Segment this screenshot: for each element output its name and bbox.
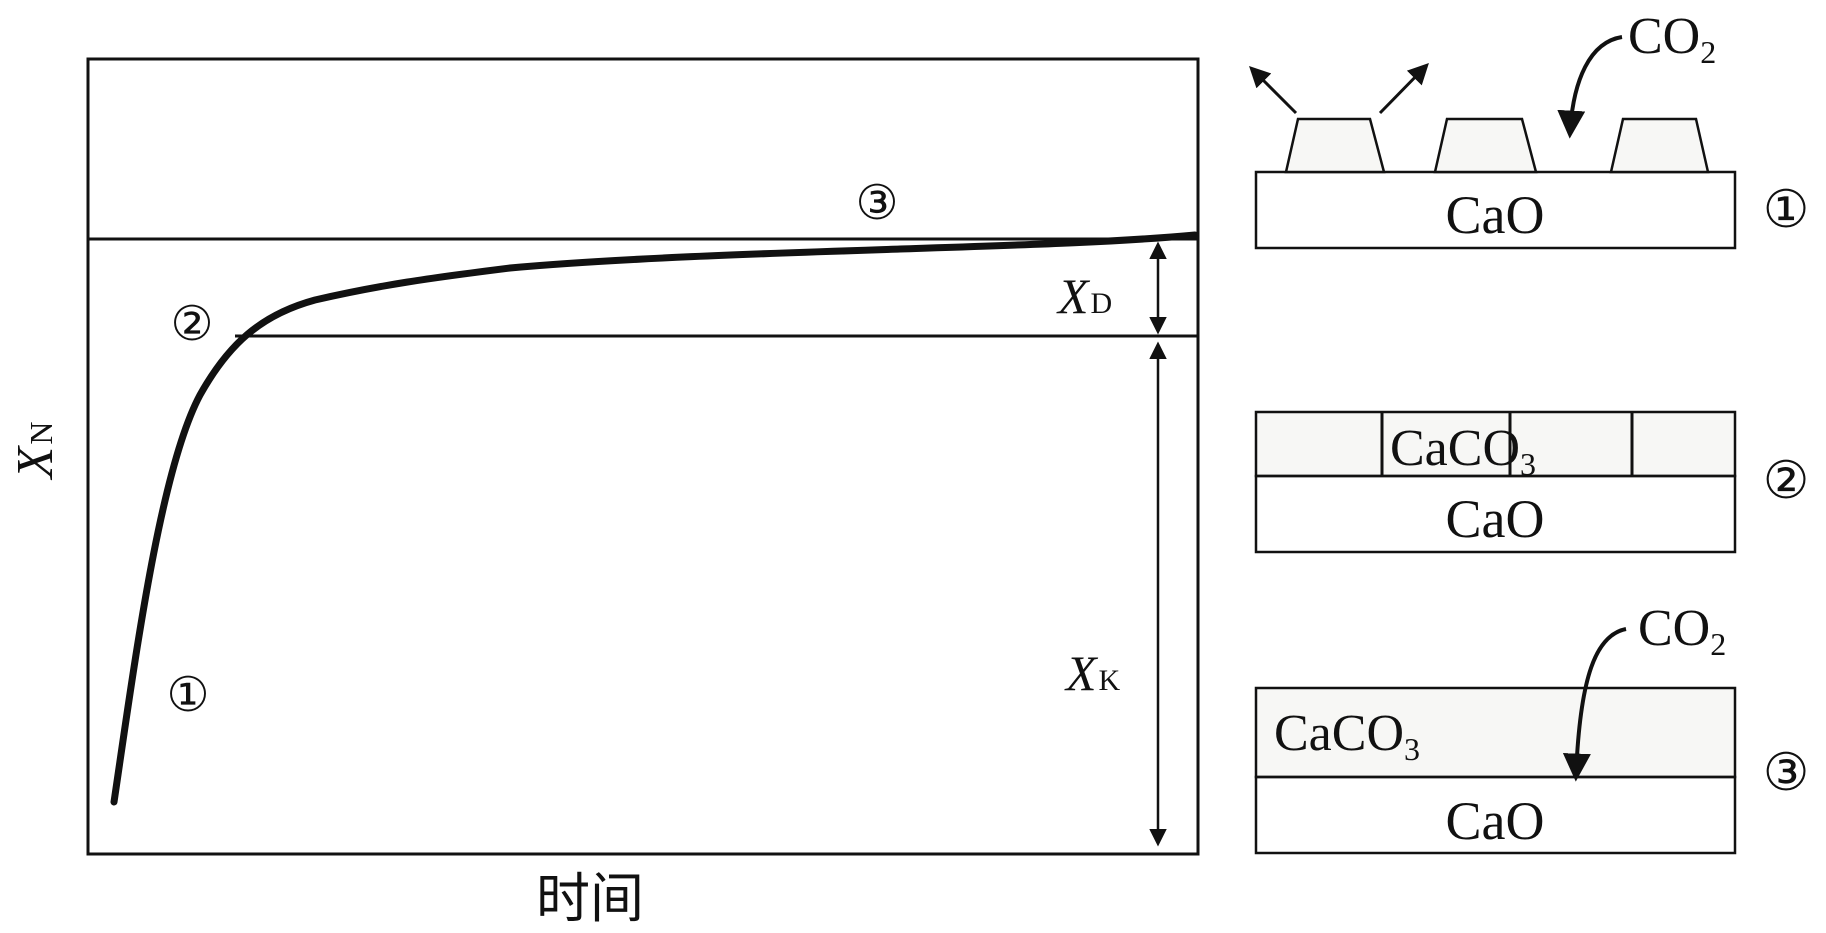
caco3-label-2: CaCO3 — [1390, 420, 1536, 482]
stage-marker-1: ① — [1763, 182, 1810, 239]
caco3-layer-3 — [1254, 686, 1737, 779]
cao-base-3 — [1254, 775, 1737, 855]
xk-label: XK — [1064, 645, 1121, 701]
graph: ③ ② ① XD XK XN 时间 — [7, 57, 1200, 930]
caco3-label-3: CaCO3 — [1274, 705, 1420, 767]
plot-frame — [86, 57, 1200, 856]
co2-label-1: CO2 — [1628, 8, 1716, 70]
conversion-curve — [110, 231, 1199, 806]
cao-label-1: CaO — [1446, 185, 1545, 245]
caco3-island — [1284, 117, 1386, 174]
y-axis-label: XN — [7, 422, 64, 481]
cao-label-2: CaO — [1446, 489, 1545, 549]
cao-label-3: CaO — [1446, 791, 1545, 851]
curve-marker-1: ① — [166, 669, 209, 722]
co2-label-3: CO2 — [1638, 600, 1726, 662]
curve-marker-2: ② — [170, 298, 213, 351]
arrow-up-right-icon — [1378, 62, 1429, 115]
curved-arrow-down-icon — [1562, 627, 1627, 782]
schematic-stage-3: CO2 CaCO3 CaO ③ — [1254, 600, 1810, 855]
caco3-layer-2 — [1254, 410, 1737, 478]
arrow-up-left-icon — [1249, 66, 1298, 115]
schematic-stage-1: CO2 CaO ① — [1249, 8, 1810, 250]
stage-marker-3: ③ — [1763, 745, 1810, 802]
curved-arrow-down-icon — [1557, 35, 1623, 139]
cao-base-2 — [1254, 474, 1737, 554]
x-axis-label: 时间 — [536, 867, 644, 930]
curve-marker-3: ③ — [855, 177, 898, 230]
stage-marker-2: ② — [1763, 453, 1810, 510]
caco3-island — [1609, 117, 1710, 174]
schematic-stage-2: CaCO3 CaO ② — [1254, 410, 1810, 554]
xd-label: XD — [1056, 268, 1112, 324]
caco3-island — [1433, 117, 1538, 174]
